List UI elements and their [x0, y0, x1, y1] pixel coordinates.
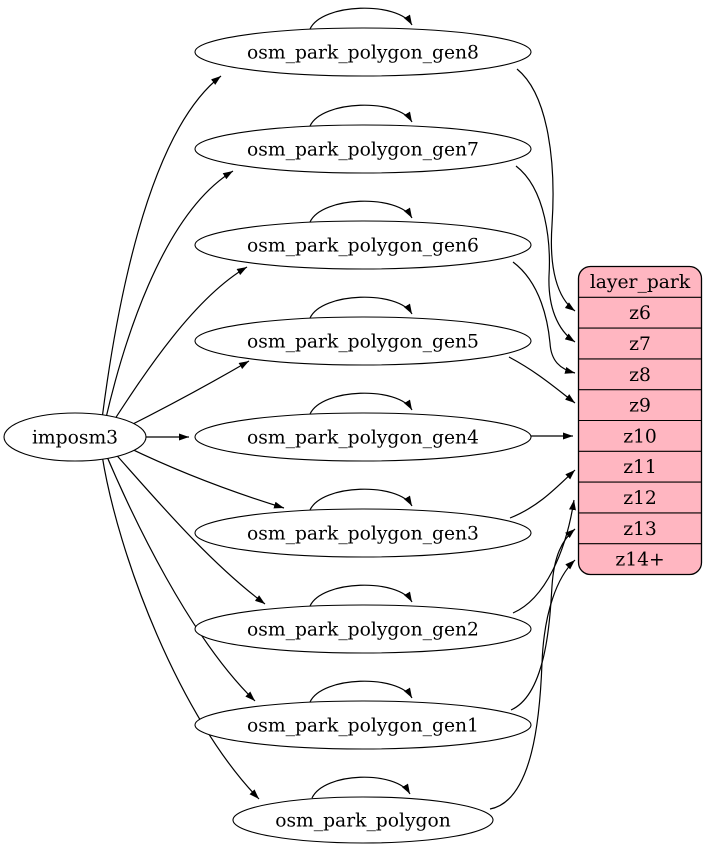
gen1-ellipse — [194, 700, 532, 750]
node-osm-park-polygon: osm_park_polygon — [232, 796, 494, 844]
node-osm-park-polygon-gen2: osm_park_polygon_gen2 — [194, 604, 532, 654]
edge-imposm3-gen2 — [110, 448, 266, 605]
gen3-ellipse — [194, 508, 532, 558]
row-z11: z11 — [623, 457, 657, 478]
polygon-ellipse — [232, 796, 494, 844]
row-z10: z10 — [623, 426, 657, 447]
node-osm-park-polygon-gen7: osm_park_polygon_gen7 — [194, 124, 532, 174]
gen2-label: osm_park_polygon_gen2 — [247, 620, 479, 641]
edges-tables-to-layer — [489, 68, 576, 810]
self-loop-polygon — [311, 776, 411, 799]
self-loop-gen3 — [309, 488, 413, 511]
self-loop-gen4 — [309, 392, 413, 415]
layer-park-title: layer_park — [590, 272, 691, 293]
edge-gen5-z9 — [508, 356, 576, 404]
edge-imposm3-gen5 — [122, 360, 250, 430]
edge-gen3-z11 — [509, 469, 576, 519]
self-loop-gen1 — [309, 680, 413, 703]
node-osm-park-polygon-gen3: osm_park_polygon_gen3 — [194, 508, 532, 558]
gen7-ellipse — [194, 124, 532, 174]
gen4-ellipse — [194, 412, 532, 462]
edge-imposm3-gen6 — [110, 266, 248, 426]
edge-imposm3-gen7 — [104, 170, 234, 423]
edges-self-loops — [309, 7, 413, 799]
edge-imposm3-gen8 — [101, 75, 222, 420]
node-osm-park-polygon-gen1: osm_park_polygon_gen1 — [194, 700, 532, 750]
gen8-label: osm_park_polygon_gen8 — [247, 43, 479, 64]
polygon-label: osm_park_polygon — [275, 811, 451, 832]
row-z6: z6 — [629, 303, 651, 324]
self-loop-gen7 — [309, 104, 413, 127]
gen7-label: osm_park_polygon_gen7 — [247, 140, 479, 161]
gen5-label: osm_park_polygon_gen5 — [247, 332, 479, 353]
self-loop-gen2 — [309, 584, 413, 607]
gen4-label: osm_park_polygon_gen4 — [247, 428, 479, 449]
self-loop-gen8 — [309, 7, 413, 30]
edge-gen6-z8 — [512, 261, 576, 374]
edge-gen1-z13 — [510, 528, 576, 711]
gen5-ellipse — [194, 316, 532, 366]
row-z9: z9 — [629, 396, 651, 417]
row-z12: z12 — [623, 488, 657, 509]
node-osm-park-polygon-gen6: osm_park_polygon_gen6 — [194, 220, 532, 270]
gen3-label: osm_park_polygon_gen3 — [247, 524, 479, 545]
gen6-ellipse — [194, 220, 532, 270]
self-loop-gen5 — [309, 296, 413, 319]
edge-imposm3-polygon — [101, 454, 260, 800]
edge-imposm3-gen3 — [122, 444, 285, 509]
node-layer-park: layer_park z6 z7 z8 z9 z10 z11 z12 z13 z… — [577, 265, 703, 576]
edge-gen2-z12 — [512, 499, 576, 614]
edge-polygon-z14 — [489, 559, 576, 810]
self-loop-gen6 — [309, 200, 413, 223]
node-osm-park-polygon-gen4: osm_park_polygon_gen4 — [194, 412, 532, 462]
gen2-ellipse — [194, 604, 532, 654]
row-z14: z14+ — [615, 550, 664, 571]
node-osm-park-polygon-gen8: osm_park_polygon_gen8 — [194, 27, 532, 77]
imposm3-label: imposm3 — [32, 428, 118, 449]
gen8-ellipse — [194, 27, 532, 77]
row-z13: z13 — [623, 519, 657, 540]
edge-gen8-z6 — [516, 68, 576, 312]
imposm3-ellipse — [3, 412, 147, 462]
edge-imposm3-gen1 — [104, 451, 256, 702]
row-z8: z8 — [629, 365, 651, 386]
gen6-label: osm_park_polygon_gen6 — [247, 236, 479, 257]
edges-source-to-tables — [101, 75, 285, 800]
gen1-label: osm_park_polygon_gen1 — [247, 716, 479, 737]
row-z7: z7 — [629, 334, 651, 355]
node-osm-park-polygon-gen5: osm_park_polygon_gen5 — [194, 316, 532, 366]
node-imposm3: imposm3 — [3, 412, 147, 462]
edge-gen7-z7 — [515, 165, 576, 343]
